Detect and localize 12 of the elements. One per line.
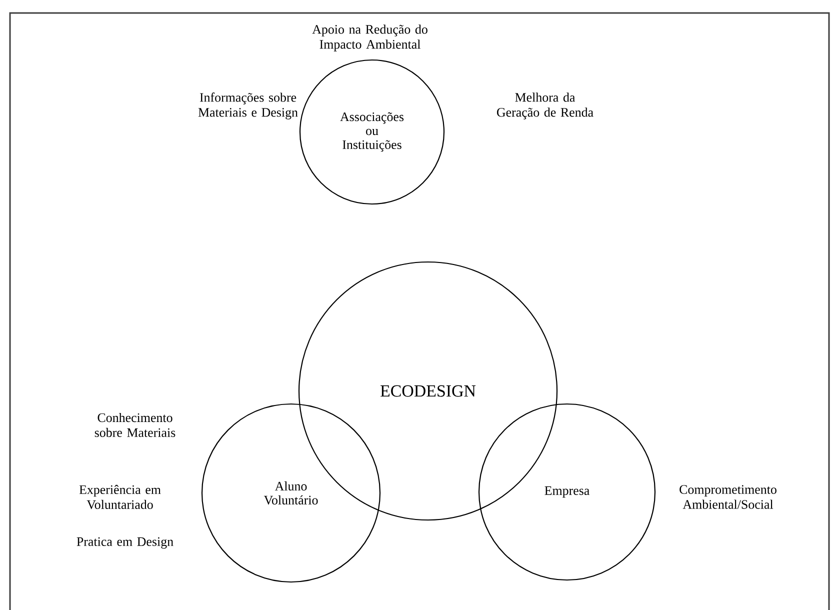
note-text: Experiência em Voluntariado: [79, 484, 161, 510]
circle: [478, 403, 656, 581]
note-text: Conhecimento sobre Materiais: [94, 412, 176, 438]
note-text: Melhora da Geração de Renda: [497, 92, 594, 120]
circle-label: Empresa: [544, 486, 590, 498]
circle-label: Aluno Voluntário: [264, 481, 318, 505]
note-text: Comprometimento Ambiental/Social: [680, 485, 776, 509]
circle-label: Associações ou Instituições: [340, 112, 404, 152]
circle: [201, 403, 381, 583]
circle: [299, 59, 445, 205]
note-text: Pratica em Design: [76, 537, 174, 549]
circle-label: ECODESIGN: [380, 385, 476, 397]
